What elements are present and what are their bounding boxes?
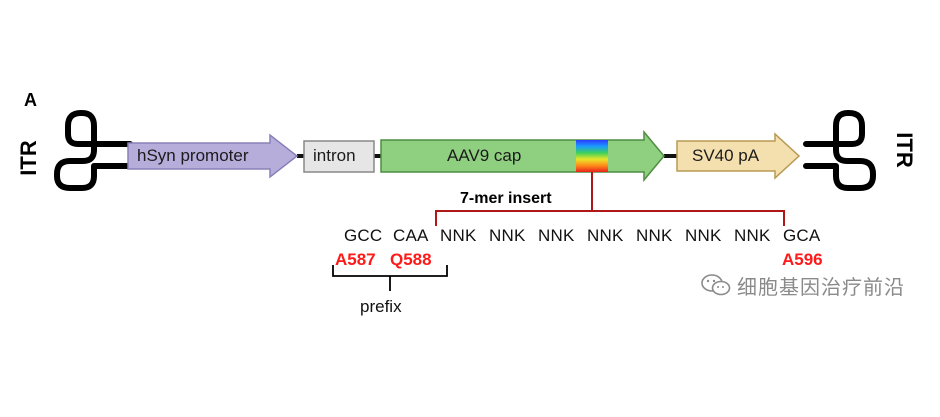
codon-1: CAA bbox=[393, 226, 429, 245]
insert-label: 7-mer insert bbox=[460, 190, 552, 207]
residue-a587: A587 bbox=[335, 250, 376, 269]
itr-right-hairpin bbox=[803, 110, 876, 191]
codon-5: NNK bbox=[587, 226, 624, 245]
codon-4: NNK bbox=[538, 226, 575, 245]
hsyn-promoter-label: hSyn promoter bbox=[137, 146, 249, 165]
codon-2: NNK bbox=[440, 226, 477, 245]
codon-8: NNK bbox=[734, 226, 771, 245]
watermark-text: 细胞基因治疗前沿 bbox=[737, 277, 905, 299]
codon-9: GCA bbox=[783, 226, 821, 245]
prefix-label: prefix bbox=[360, 297, 402, 316]
residue-a596: A596 bbox=[782, 250, 823, 269]
itr-left-hairpin bbox=[54, 110, 133, 191]
hsyn-promoter-arrow bbox=[127, 133, 299, 179]
codon-7: NNK bbox=[685, 226, 722, 245]
insert-bracket bbox=[435, 172, 785, 226]
prefix-bracket bbox=[332, 265, 448, 291]
codon-6: NNK bbox=[636, 226, 673, 245]
intron-label: intron bbox=[313, 146, 356, 165]
wechat-icon bbox=[701, 274, 731, 296]
panel-letter: A bbox=[24, 90, 37, 110]
intron-box bbox=[303, 140, 375, 173]
aav9-cap-arrow bbox=[380, 129, 665, 183]
codon-3: NNK bbox=[489, 226, 526, 245]
insert-site-block bbox=[576, 140, 608, 172]
sv40-pa-label: SV40 pA bbox=[692, 146, 760, 165]
aav9-cap-label: AAV9 cap bbox=[447, 146, 522, 165]
codon-0: GCC bbox=[344, 226, 383, 245]
sv40-pa-arrow bbox=[676, 132, 801, 180]
residue-q588: Q588 bbox=[390, 250, 432, 269]
